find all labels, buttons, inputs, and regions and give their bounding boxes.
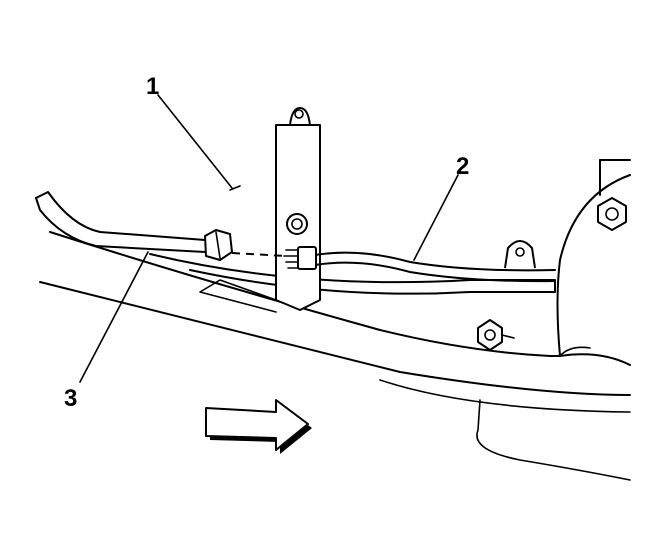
connection-dashed-line bbox=[231, 252, 287, 257]
rear-housing bbox=[556, 159, 631, 366]
mounting-bracket bbox=[199, 107, 321, 313]
hollow-arrow-right-icon bbox=[205, 399, 312, 454]
leader-lines bbox=[79, 94, 459, 383]
line-clip-tab bbox=[504, 240, 536, 269]
callout-3: 3 bbox=[64, 385, 77, 412]
frame-bolt-icon bbox=[477, 319, 515, 351]
housing-bolt-icon bbox=[597, 197, 627, 231]
callout-1: 1 bbox=[146, 73, 159, 100]
hose-fitting-icon bbox=[283, 246, 317, 270]
tube-nut-icon bbox=[204, 229, 233, 261]
callout-2: 2 bbox=[456, 153, 469, 180]
brake-pipe bbox=[35, 191, 233, 261]
brake-hose bbox=[283, 246, 556, 283]
frame-rail bbox=[39, 231, 631, 481]
